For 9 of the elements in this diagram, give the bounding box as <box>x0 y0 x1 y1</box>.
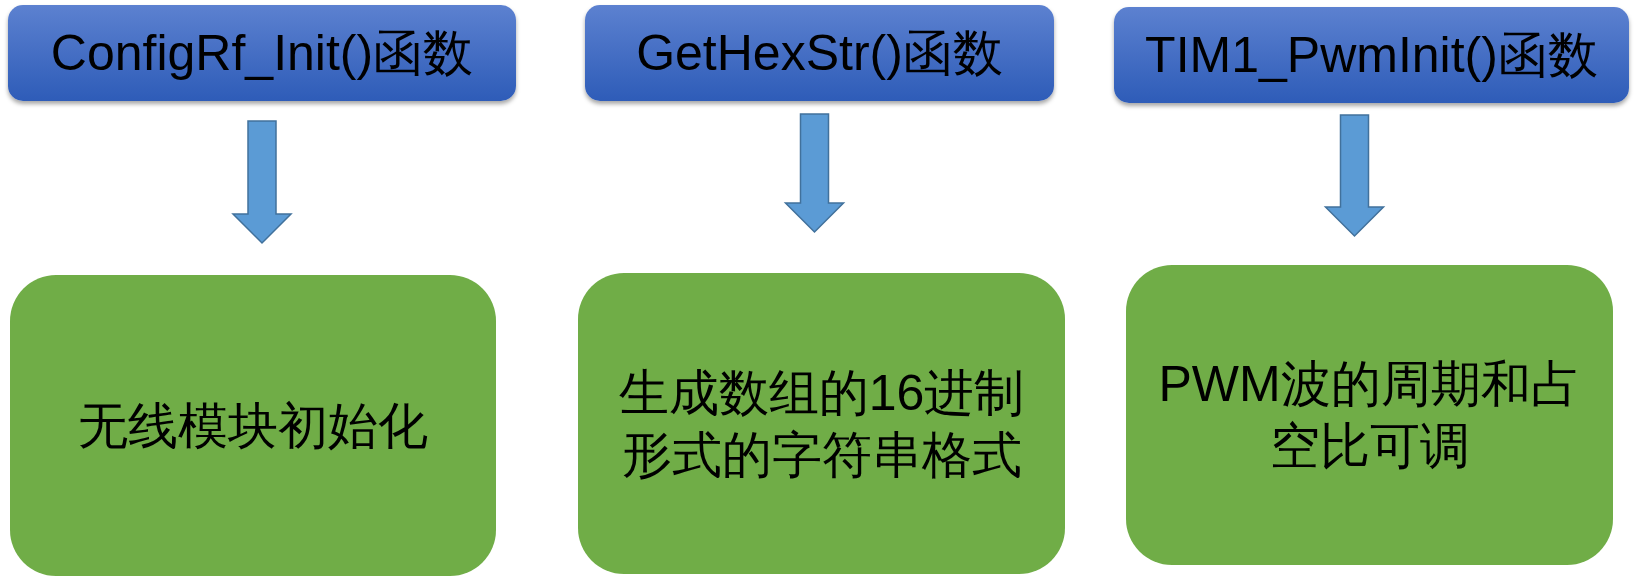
block-arrow <box>231 120 293 245</box>
function-name-box: ConfigRf_Init()函数 <box>8 5 516 101</box>
function-name-box: TIM1_PwmInit()函数 <box>1114 7 1629 103</box>
block-arrow <box>1323 114 1386 238</box>
description-box: PWM波的周期和占空比可调 <box>1126 265 1613 565</box>
description-box: 生成数组的16进制形式的字符串格式 <box>578 273 1065 574</box>
description-box: 无线模块初始化 <box>10 275 496 576</box>
block-arrow <box>783 113 846 234</box>
function-name-box: GetHexStr()函数 <box>585 5 1054 101</box>
